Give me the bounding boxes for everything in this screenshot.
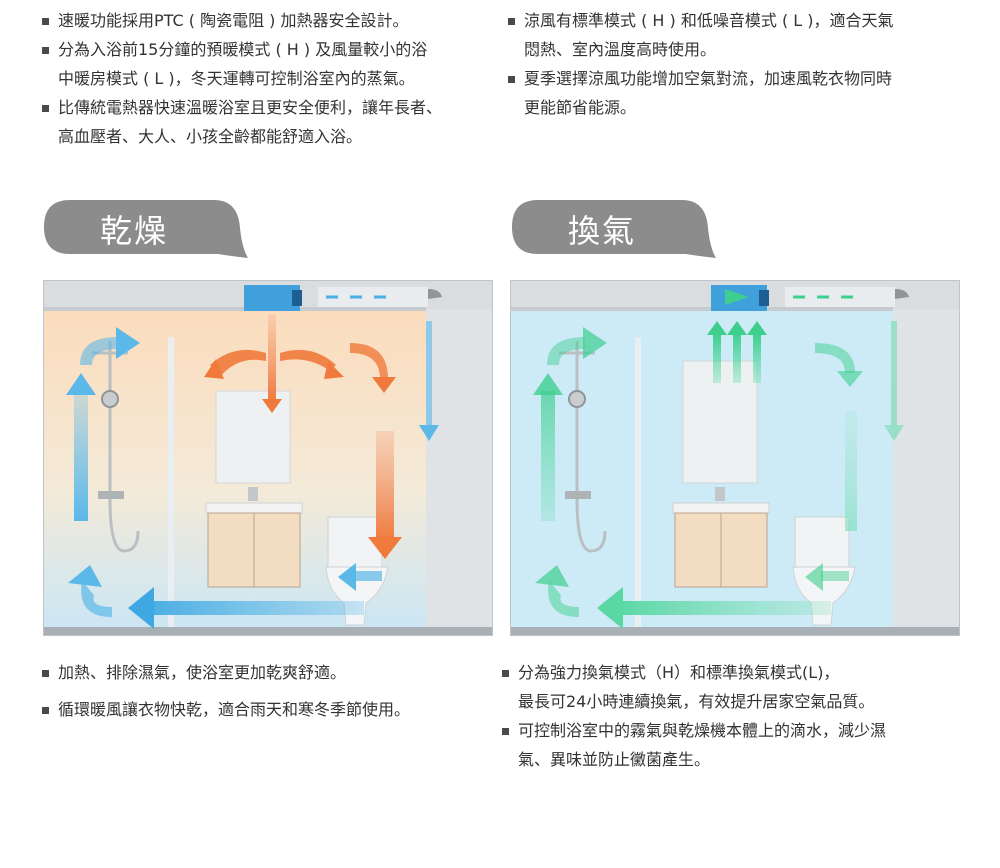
top-left-feature-list: 速暖功能採用PTC ( 陶瓷電阻 ) 加熱器安全設計。 分為入浴前15分鐘的預暖…	[40, 6, 500, 151]
drying-section-tag: 乾燥	[42, 198, 252, 258]
list-item: 夏季選擇涼風功能增加空氣對流，加速風乾衣物同時 更能節省能源。	[506, 64, 976, 122]
list-item: 分為強力換氣模式（H）和標準換氣模式(L)， 最長可24小時連續換氣，有效提升居…	[500, 658, 980, 716]
list-item: 比傳統電熱器快速溫暖浴室且更安全便利，讓年長者、 高血壓者、大人、小孩全齡都能舒…	[40, 93, 500, 151]
list-item: 加熱、排除濕氣，使浴室更加乾爽舒適。	[40, 658, 500, 687]
ventilation-airflow-diagram	[510, 280, 960, 636]
speech-bubble-shape	[44, 200, 248, 258]
drying-airflow-diagram	[43, 280, 493, 636]
ventilation-title: 換氣	[568, 212, 637, 250]
list-item: 分為入浴前15分鐘的預暖模式 ( H ) 及風量較小的浴 中暖房模式 ( L )…	[40, 35, 500, 93]
list-item: 涼風有標準模式 ( H ) 和低噪音模式 ( L )，適合天氣 悶熱、室內溫度高…	[506, 6, 976, 64]
top-right-feature-list: 涼風有標準模式 ( H ) 和低噪音模式 ( L )，適合天氣 悶熱、室內溫度高…	[506, 6, 976, 122]
ventilation-section-tag: 換氣	[510, 198, 720, 258]
list-item: 可控制浴室中的霧氣與乾燥機本體上的滴水，減少濕 氣、異味並防止黴菌產生。	[500, 716, 980, 774]
list-item: 速暖功能採用PTC ( 陶瓷電阻 ) 加熱器安全設計。	[40, 6, 500, 35]
list-item: 循環暖風讓衣物快乾，適合雨天和寒冬季節使用。	[40, 695, 500, 724]
ventilation-feature-list: 分為強力換氣模式（H）和標準換氣模式(L)， 最長可24小時連續換氣，有效提升居…	[500, 658, 980, 774]
speech-bubble-shape	[512, 200, 716, 258]
drying-title: 乾燥	[100, 212, 169, 250]
drying-feature-list: 加熱、排除濕氣，使浴室更加乾爽舒適。 循環暖風讓衣物快乾，適合雨天和寒冬季節使用…	[40, 658, 500, 724]
